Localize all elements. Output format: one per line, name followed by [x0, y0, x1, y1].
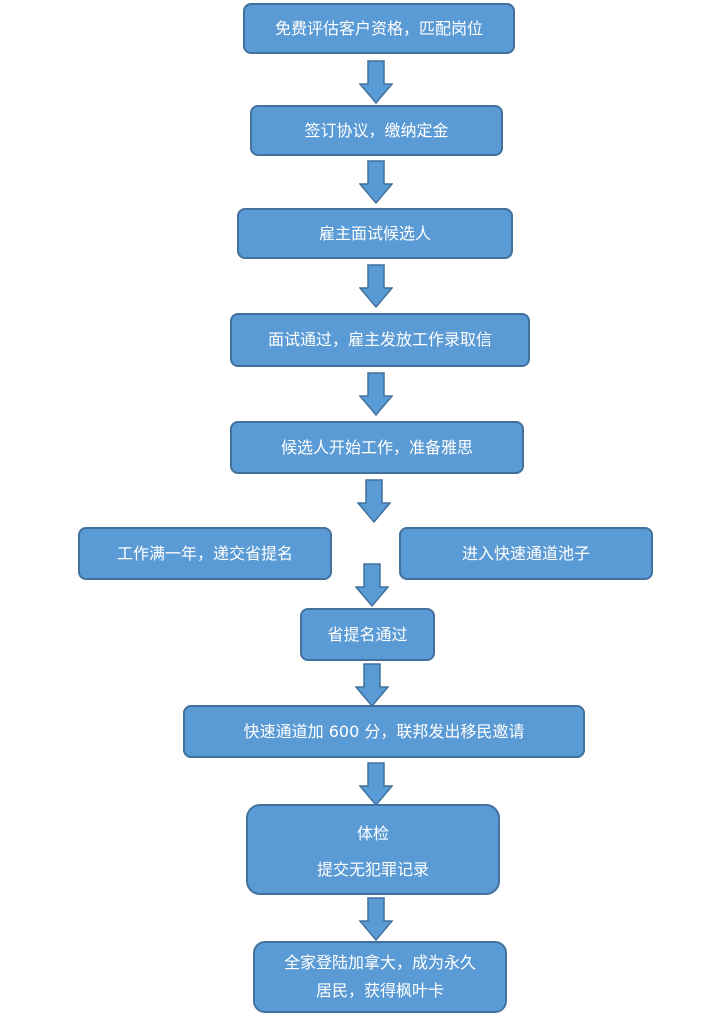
step-label: 进入快速通道池子: [461, 543, 590, 563]
step-sign-agreement: 签订协议，缴纳定金: [250, 105, 503, 156]
step-label: 省提名通过: [327, 624, 408, 644]
down-arrow-icon: [359, 264, 393, 308]
step-label: 工作满一年，递交省提名: [116, 543, 293, 563]
step-express-entry-pool: 进入快速通道池子: [399, 527, 653, 580]
step-label: 候选人开始工作，准备雅思: [280, 437, 473, 457]
step-label-line-1: 体检: [356, 824, 389, 843]
step-free-assessment: 免费评估客户资格，匹配岗位: [243, 3, 515, 54]
down-arrow-icon: [355, 563, 389, 607]
step-medical-police-check: 体检 提交无犯罪记录: [246, 804, 500, 895]
step-label: 签订协议，缴纳定金: [304, 120, 449, 140]
down-arrow-icon: [359, 372, 393, 416]
step-label: 快速通道加 600 分，联邦发出移民邀请: [243, 721, 525, 741]
down-arrow-icon: [359, 762, 393, 806]
step-employer-interview: 雇主面试候选人: [237, 208, 513, 259]
down-arrow-icon: [359, 897, 393, 941]
step-federal-invitation: 快速通道加 600 分，联邦发出移民邀请: [183, 705, 585, 758]
step-label: 雇主面试候选人: [318, 223, 431, 243]
step-label-line-2: 居民，获得枫叶卡: [315, 981, 444, 1000]
down-arrow-icon: [357, 479, 391, 523]
down-arrow-icon: [359, 160, 393, 204]
down-arrow-icon: [355, 663, 389, 707]
step-provincial-nomination: 工作满一年，递交省提名: [78, 527, 332, 580]
step-label-line-2: 提交无犯罪记录: [316, 860, 429, 879]
step-job-offer: 面试通过，雇主发放工作录取信: [230, 313, 530, 367]
step-permanent-residence: 全家登陆加拿大，成为永久 居民，获得枫叶卡: [253, 941, 507, 1013]
down-arrow-icon: [359, 60, 393, 104]
step-label: 面试通过，雇主发放工作录取信: [267, 330, 492, 349]
step-label-line-1: 全家登陆加拿大，成为永久: [283, 953, 476, 972]
step-nomination-approved: 省提名通过: [300, 608, 435, 661]
step-start-work: 候选人开始工作，准备雅思: [230, 421, 524, 474]
step-label: 免费评估客户资格，匹配岗位: [274, 18, 483, 38]
